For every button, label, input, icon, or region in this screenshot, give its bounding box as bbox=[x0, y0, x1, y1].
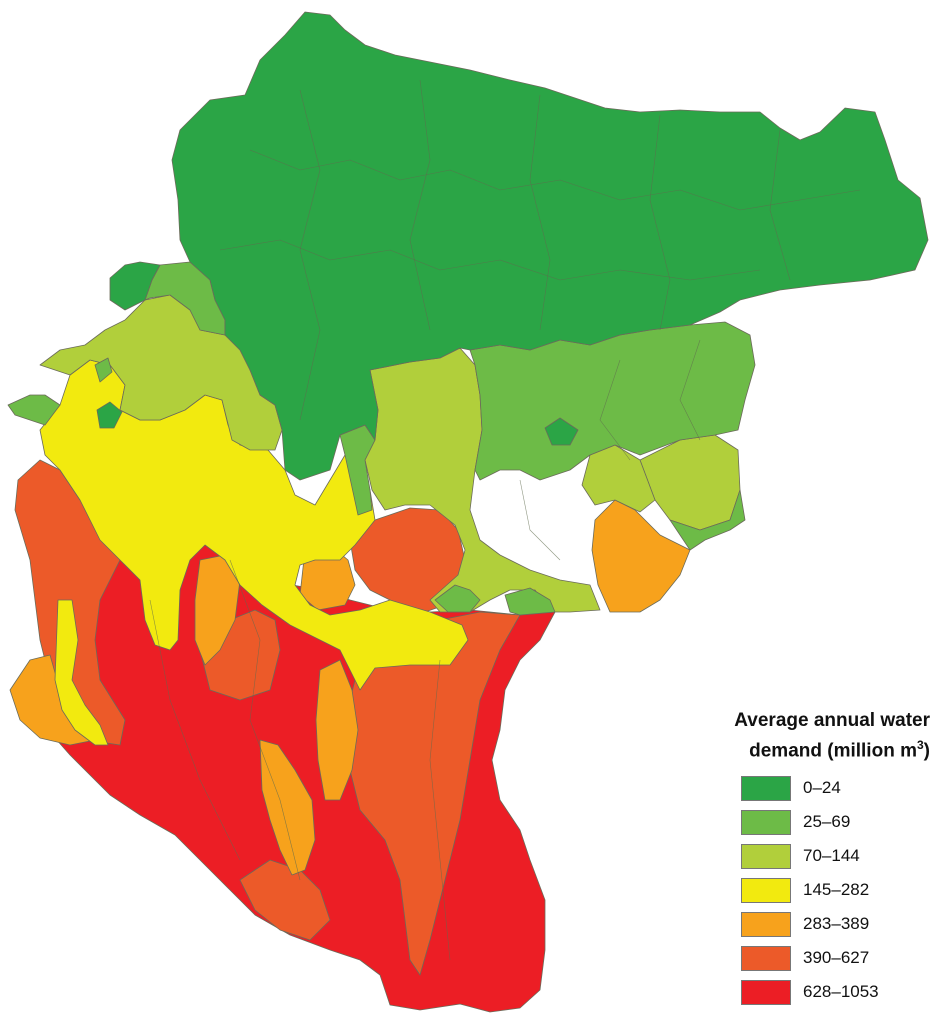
legend-swatch bbox=[741, 775, 791, 801]
legend-label: 283–389 bbox=[803, 914, 870, 934]
region-demand-145-282 bbox=[54, 599, 109, 746]
legend-item: 70–144 bbox=[741, 839, 932, 873]
legend-swatch bbox=[741, 945, 791, 971]
legend-swatch bbox=[741, 843, 791, 869]
legend-label: 70–144 bbox=[803, 846, 860, 866]
legend-label: 145–282 bbox=[803, 880, 870, 900]
legend-title-close: ) bbox=[923, 740, 930, 762]
legend-title-text: demand (million m bbox=[749, 740, 917, 762]
region-demand-390-627 bbox=[239, 859, 331, 941]
legend-item: 628–1053 bbox=[741, 975, 932, 1009]
legend-swatch bbox=[741, 809, 791, 835]
region-demand-25-69 bbox=[7, 394, 61, 426]
map-legend: Average annual water demand (million m3)… bbox=[700, 708, 932, 1009]
legend-title-line1: Average annual water bbox=[734, 710, 930, 731]
legend-swatch bbox=[741, 877, 791, 903]
region-demand-25-69 bbox=[94, 357, 113, 383]
legend-swatch bbox=[741, 911, 791, 937]
region-demand-390-627 bbox=[344, 609, 521, 976]
region-demand-0-24 bbox=[109, 261, 161, 311]
region-demand-283-389 bbox=[315, 659, 359, 801]
legend-label: 390–627 bbox=[803, 948, 870, 968]
legend-label: 0–24 bbox=[803, 778, 841, 798]
region-demand-0-24 bbox=[171, 11, 929, 481]
legend-item: 283–389 bbox=[741, 907, 932, 941]
legend-label: 628–1053 bbox=[803, 982, 879, 1002]
legend-item: 145–282 bbox=[741, 873, 932, 907]
legend-swatch bbox=[741, 979, 791, 1005]
legend-item: 390–627 bbox=[741, 941, 932, 975]
region-demand-25-69 bbox=[669, 489, 746, 551]
legend-items: 0–24 25–69 70–144 145–282 283–389 390–62… bbox=[741, 771, 932, 1009]
region-demand-70-144 bbox=[581, 444, 656, 513]
legend-title: Average annual water demand (million m3) bbox=[700, 708, 932, 763]
region-demand-0-24 bbox=[96, 401, 123, 429]
legend-item: 0–24 bbox=[741, 771, 932, 805]
region-demand-25-69 bbox=[504, 587, 556, 616]
legend-label: 25–69 bbox=[803, 812, 851, 832]
legend-title-line2: demand (million m3) bbox=[700, 733, 930, 763]
legend-title-superscript: 3 bbox=[916, 738, 924, 752]
region-demand-25-69 bbox=[434, 584, 481, 613]
legend-item: 25–69 bbox=[741, 805, 932, 839]
region-demand-0-24 bbox=[544, 417, 579, 446]
region-demand-283-389 bbox=[259, 739, 316, 876]
